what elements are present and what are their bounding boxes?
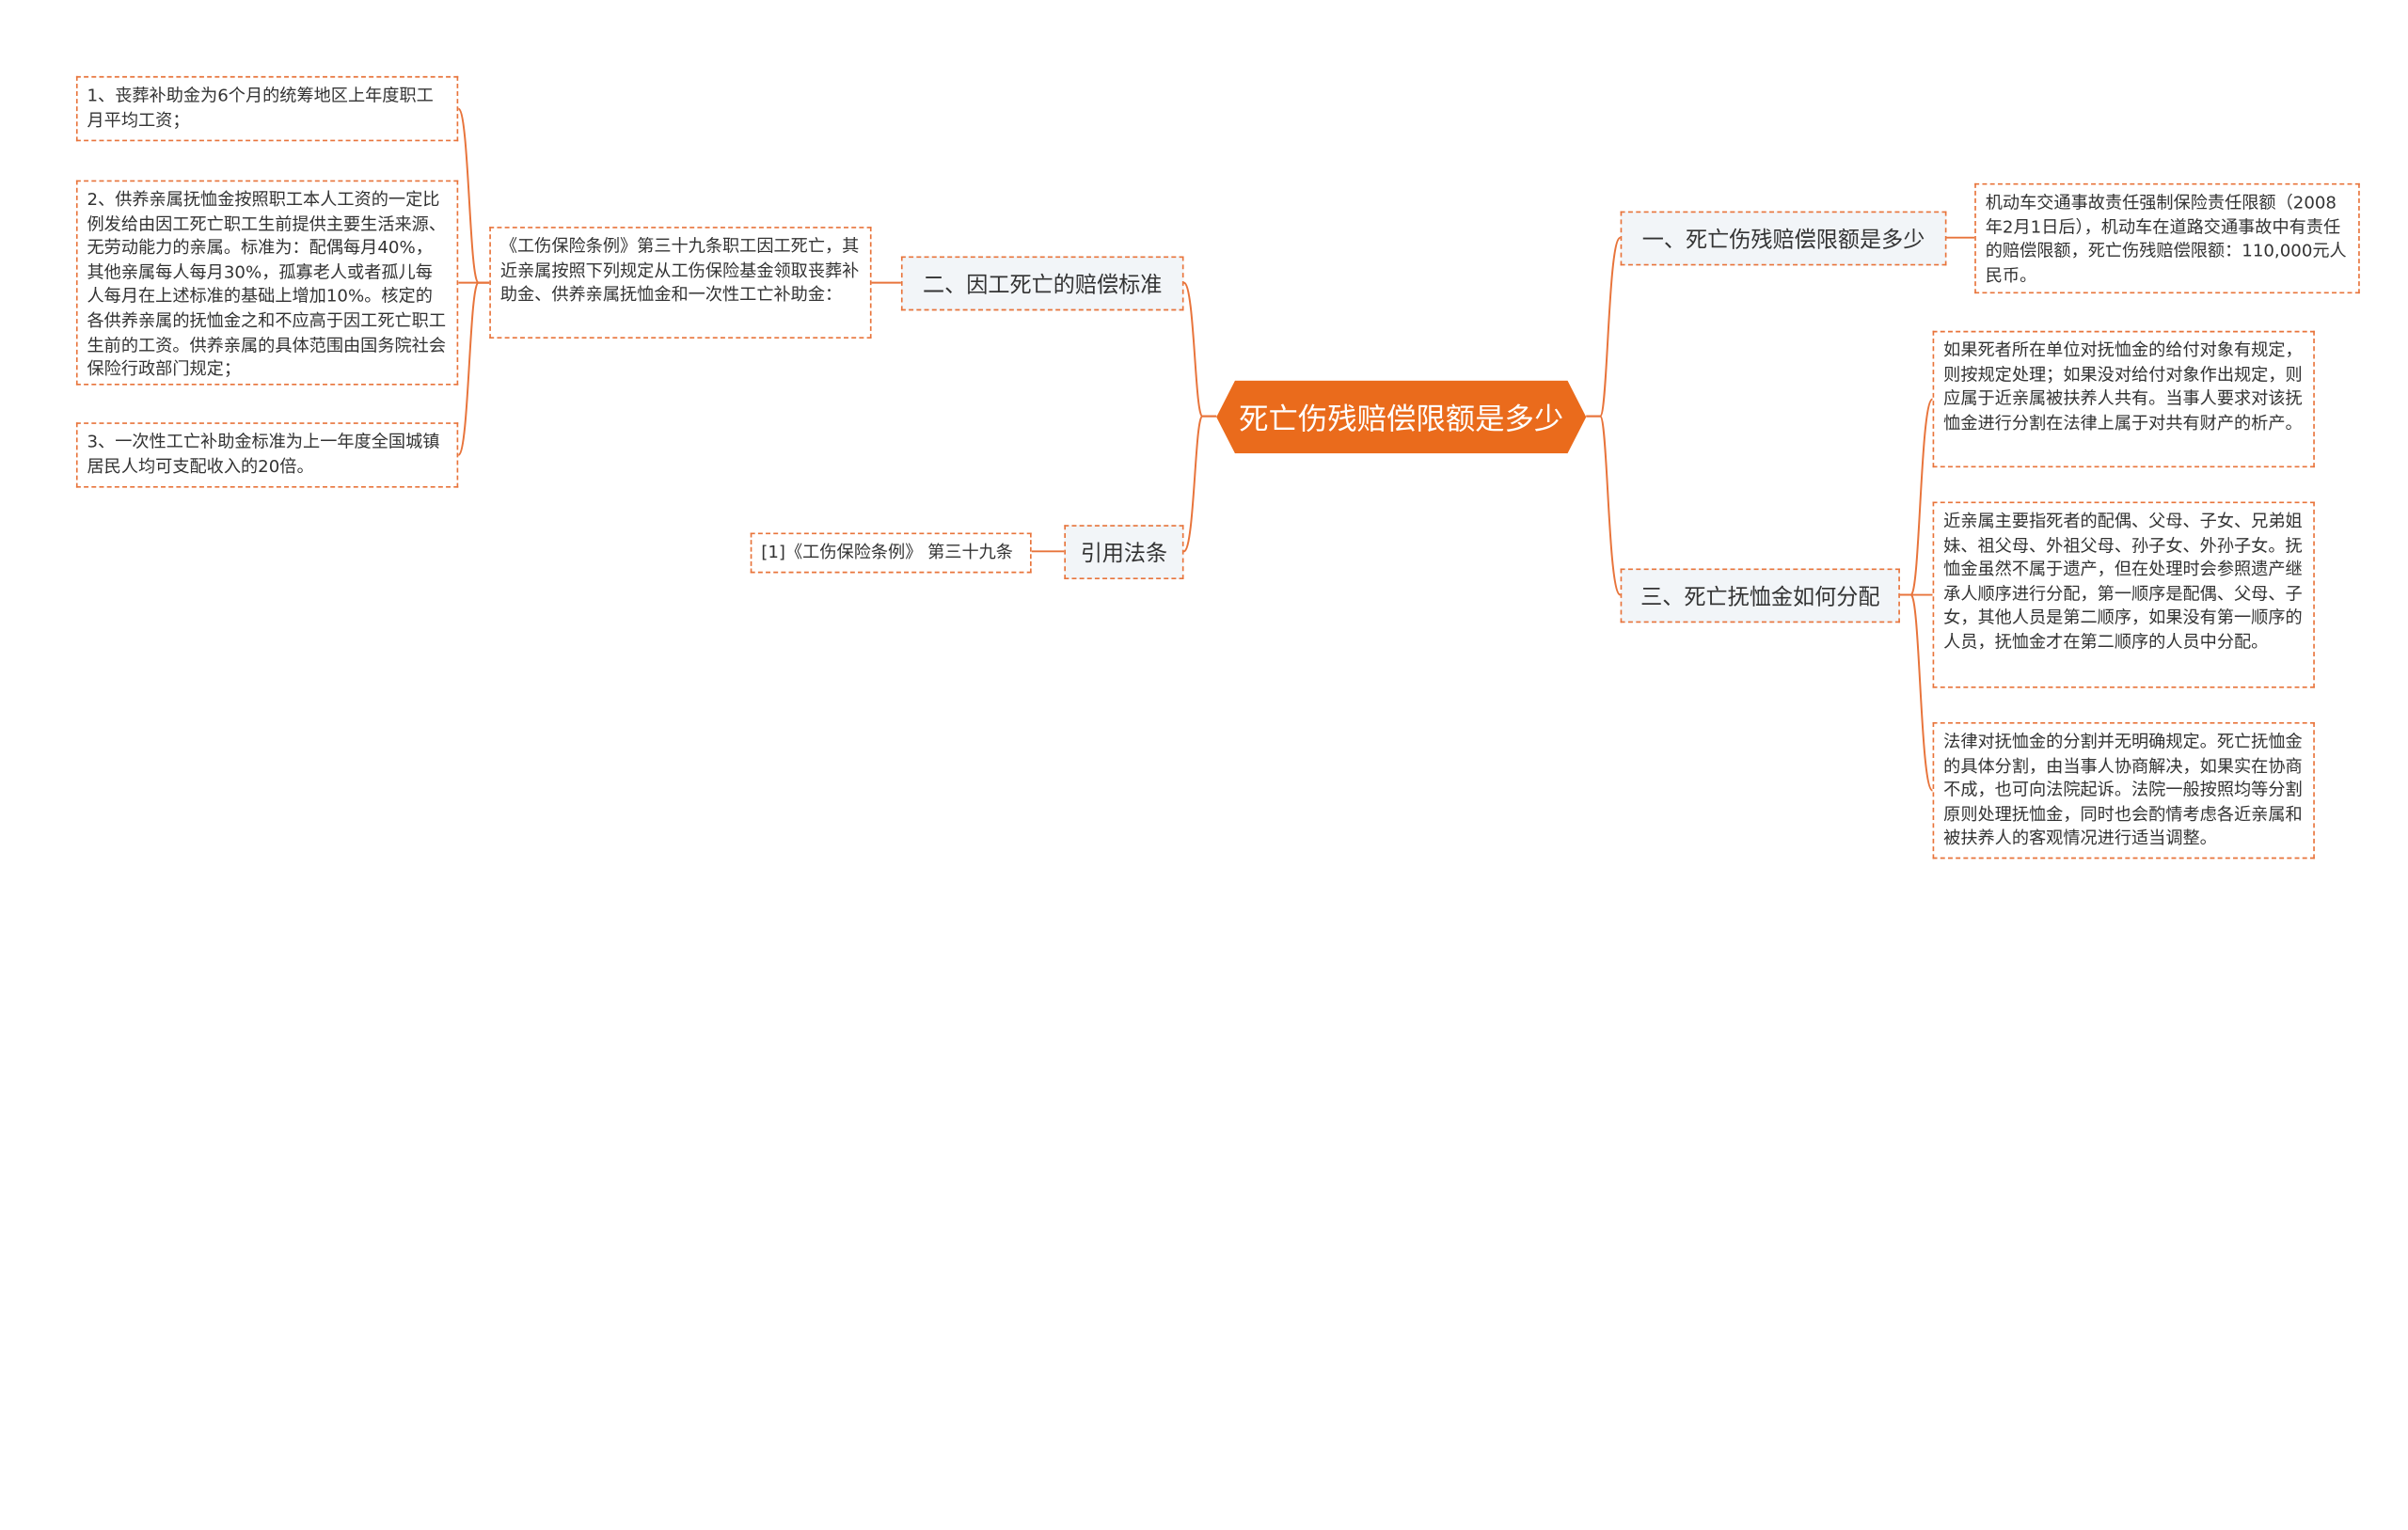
leaf-dependent-pension[interactable]: 2、供养亲属抚恤金按照职工本人工资的一定比例发给由因工死亡职工生前提供主要生活来… bbox=[75, 180, 459, 386]
connector-root-distribution bbox=[1586, 415, 1622, 596]
leaf-distribution-relatives[interactable]: 近亲属主要指死者的配偶、父母、子女、兄弟姐妹、祖父母、外祖父母、孙子女、外孙子女… bbox=[1932, 501, 2315, 688]
connector-distribution-leaf-1 bbox=[1899, 398, 1934, 596]
connector-intro-item-1 bbox=[457, 107, 490, 284]
connector-root-limit bbox=[1586, 236, 1622, 418]
branch-work-death-standard[interactable]: 二、因工死亡的赔偿标准 bbox=[900, 256, 1184, 311]
leaf-compensation-limit-detail[interactable]: 机动车交通事故责任强制保险责任限额（2008年2月1日后），机动车在道路交通事故… bbox=[1974, 182, 2360, 294]
root-topic[interactable]: 死亡伤残赔偿限额是多少 bbox=[1216, 381, 1586, 454]
connector-root-standard bbox=[1182, 281, 1217, 418]
leaf-lump-sum-subsidy[interactable]: 3、一次性工亡补助金标准为上一年度全国城镇居民人均可支配收入的20倍。 bbox=[75, 422, 459, 488]
leaf-distribution-division[interactable]: 法律对抚恤金的分割并无明确规定。死亡抚恤金的具体分割，由当事人协商解决，如果实在… bbox=[1932, 721, 2315, 860]
leaf-funeral-subsidy[interactable]: 1、丧葬补助金为6个月的统筹地区上年度职工月平均工资； bbox=[75, 75, 459, 142]
branch-cited-law[interactable]: 引用法条 bbox=[1064, 525, 1184, 580]
leaf-distribution-rule[interactable]: 如果死者所在单位对抚恤金的给付对象有规定，则按规定处理；如果没对给付对象作出规定… bbox=[1932, 330, 2315, 468]
branch-pension-distribution[interactable]: 三、死亡抚恤金如何分配 bbox=[1620, 568, 1900, 623]
leaf-regulation-intro[interactable]: 《工伤保险条例》第三十九条职工因工死亡，其近亲属按照下列规定从工伤保险基金领取丧… bbox=[489, 227, 872, 339]
connector-root-reference bbox=[1182, 415, 1217, 553]
connector-lines bbox=[457, 107, 1975, 792]
connector-distribution-leaf-3 bbox=[1899, 593, 1934, 792]
leaf-cited-article[interactable]: [1]《工伤保险条例》 第三十九条 bbox=[750, 532, 1032, 574]
branch-compensation-limit[interactable]: 一、死亡伤残赔偿限额是多少 bbox=[1620, 211, 1947, 266]
connector-intro-item-3 bbox=[457, 281, 490, 456]
